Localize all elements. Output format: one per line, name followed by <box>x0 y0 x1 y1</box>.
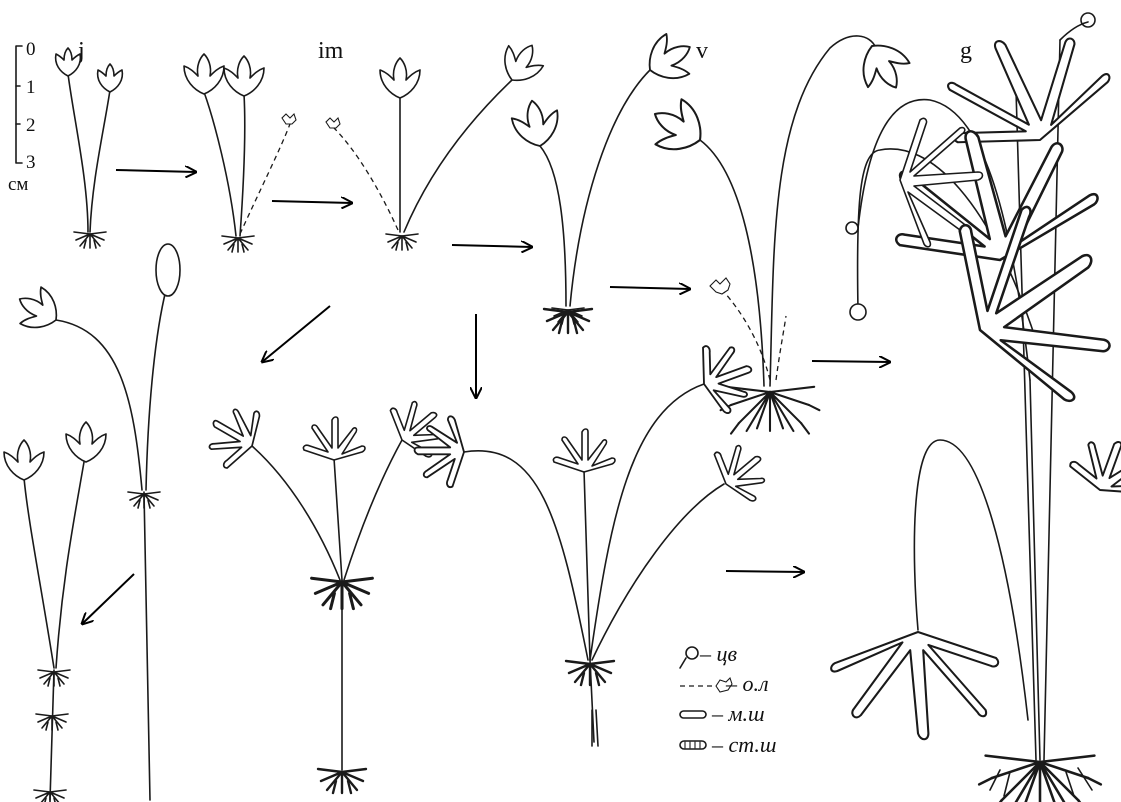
stage-label-g: g <box>960 38 972 64</box>
flower-icon <box>850 304 866 320</box>
legend-label-flower: – цв <box>699 641 738 666</box>
legend-label-young-root: – м.ш <box>711 701 765 726</box>
legend-item-dead-leaf: – о.л <box>680 671 769 696</box>
arrow-elongated-down-left <box>82 574 134 624</box>
arrow-im-to-im <box>272 201 352 203</box>
scale-tick-0: 0 <box>26 39 36 60</box>
plant-immature-1 <box>184 54 296 252</box>
arrow-j-to-im <box>116 170 196 172</box>
plant-elongated-2 <box>4 422 106 802</box>
legend-item-flower: – цв <box>680 641 738 668</box>
plant-virginile-2 <box>642 34 917 434</box>
plant-generative <box>831 10 1121 802</box>
flower-icon <box>1081 13 1095 27</box>
legend-item-young-root: – м.ш <box>680 701 765 726</box>
plant-immature-2 <box>326 35 549 250</box>
legend-label-old-root: – ст.ш <box>711 732 777 757</box>
flower-icon <box>846 222 858 234</box>
plant-elongated-1 <box>9 244 180 800</box>
arrow-im-down-left <box>262 306 330 362</box>
arrow-im-to-v <box>452 245 532 247</box>
stage-label-im: im <box>318 38 344 64</box>
legend-label-dead-leaf: – о.л <box>725 671 769 696</box>
scale-bar: 0 1 2 3 см <box>8 39 36 195</box>
arrow-v-to-g-lower <box>726 571 804 572</box>
arrow-v-to-v <box>610 287 690 289</box>
young-root-icon <box>680 711 706 718</box>
legend-item-old-root: – ст.ш <box>680 732 777 757</box>
scale-unit: см <box>8 174 28 195</box>
old-root-icon <box>680 741 706 749</box>
scale-tick-2: 2 <box>26 115 36 136</box>
legend: – цв – о.л – м.ш – ст.ш <box>680 641 777 757</box>
plant-juvenile <box>56 48 123 248</box>
arrow-v-to-g <box>812 361 890 362</box>
flower-icon <box>686 647 698 659</box>
plant-virginile-elongated <box>415 334 779 746</box>
stage-label-v: v <box>696 38 708 64</box>
scale-tick-3: 3 <box>26 152 36 173</box>
flower-bud <box>156 244 180 296</box>
scale-tick-1: 1 <box>26 77 36 98</box>
